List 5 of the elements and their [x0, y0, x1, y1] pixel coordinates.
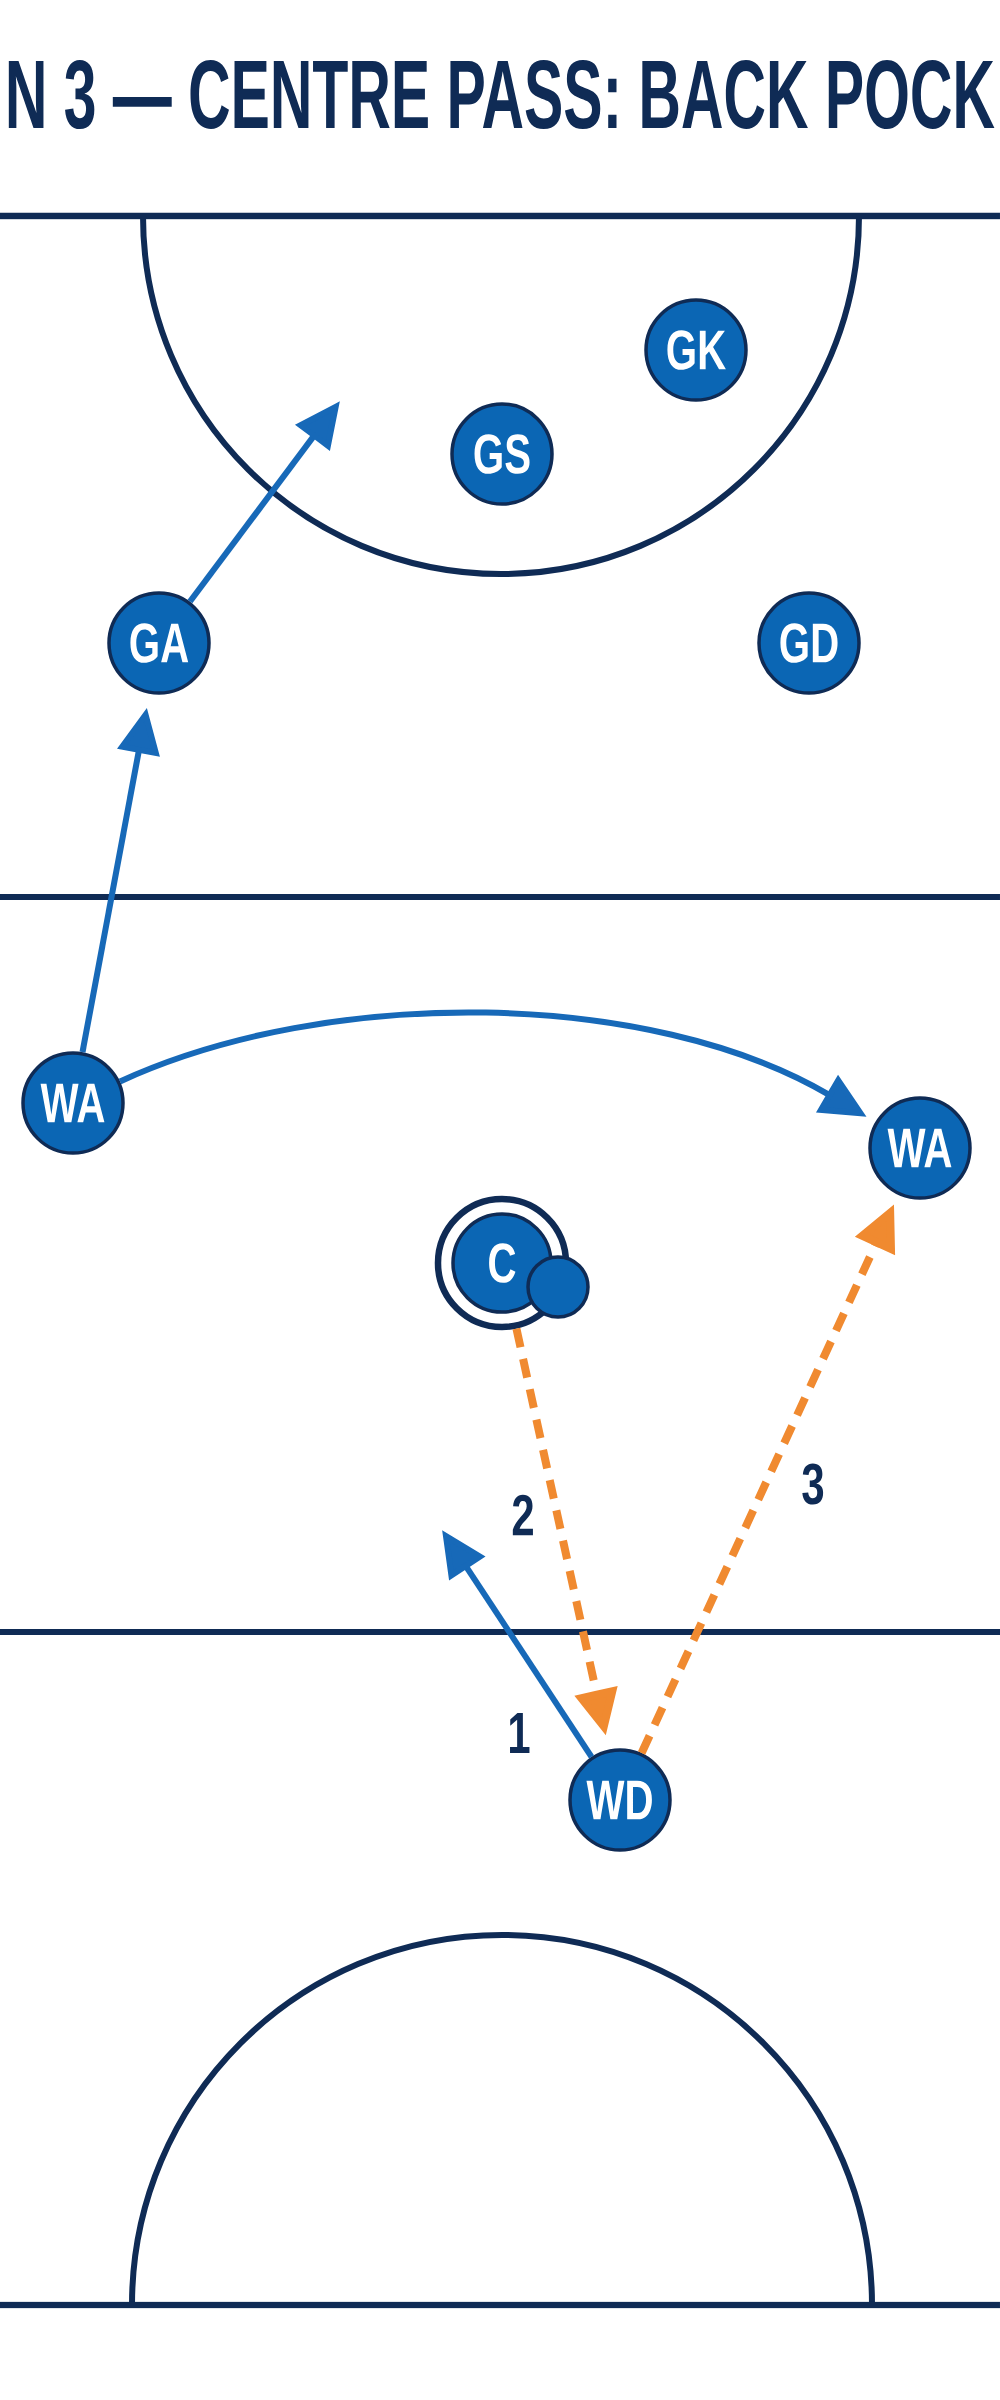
title: N 3 — CENTRE PASS: BACK POCK	[8, 59, 995, 130]
edge-label: 3	[799, 1461, 827, 1507]
edge-label: 1	[505, 1711, 533, 1755]
edge-label: 2	[509, 1492, 537, 1538]
ball	[526, 1255, 590, 1319]
